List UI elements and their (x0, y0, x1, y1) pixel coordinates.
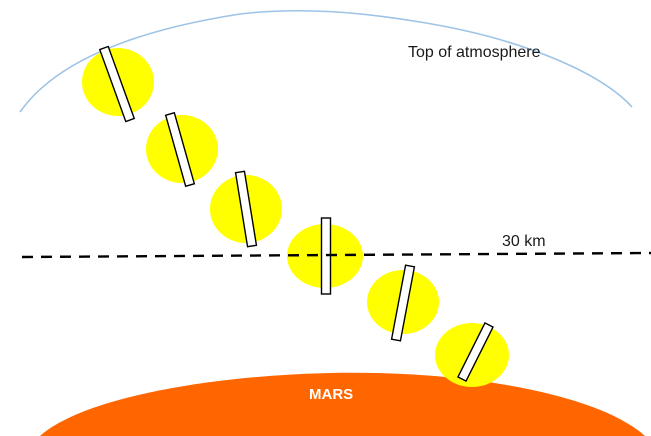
sun-position-5 (367, 264, 439, 342)
top-of-atmosphere-label: Top of atmosphere (408, 44, 541, 61)
instrument-slit (164, 111, 196, 188)
sun-position-1 (82, 45, 154, 123)
altitude-30km-line (21, 251, 651, 259)
mars-label: MARS (309, 386, 353, 403)
instrument-slit (390, 264, 416, 342)
instrument-slit (457, 322, 494, 382)
sun-position-6 (435, 322, 509, 387)
instrument-slit (98, 45, 136, 123)
instrument-slit (234, 170, 258, 248)
sun-position-2 (146, 111, 218, 188)
mars-surface (40, 372, 645, 436)
altitude-30km-label: 30 km (502, 233, 546, 250)
sun-positions (82, 45, 509, 387)
sun-position-3 (210, 170, 282, 248)
